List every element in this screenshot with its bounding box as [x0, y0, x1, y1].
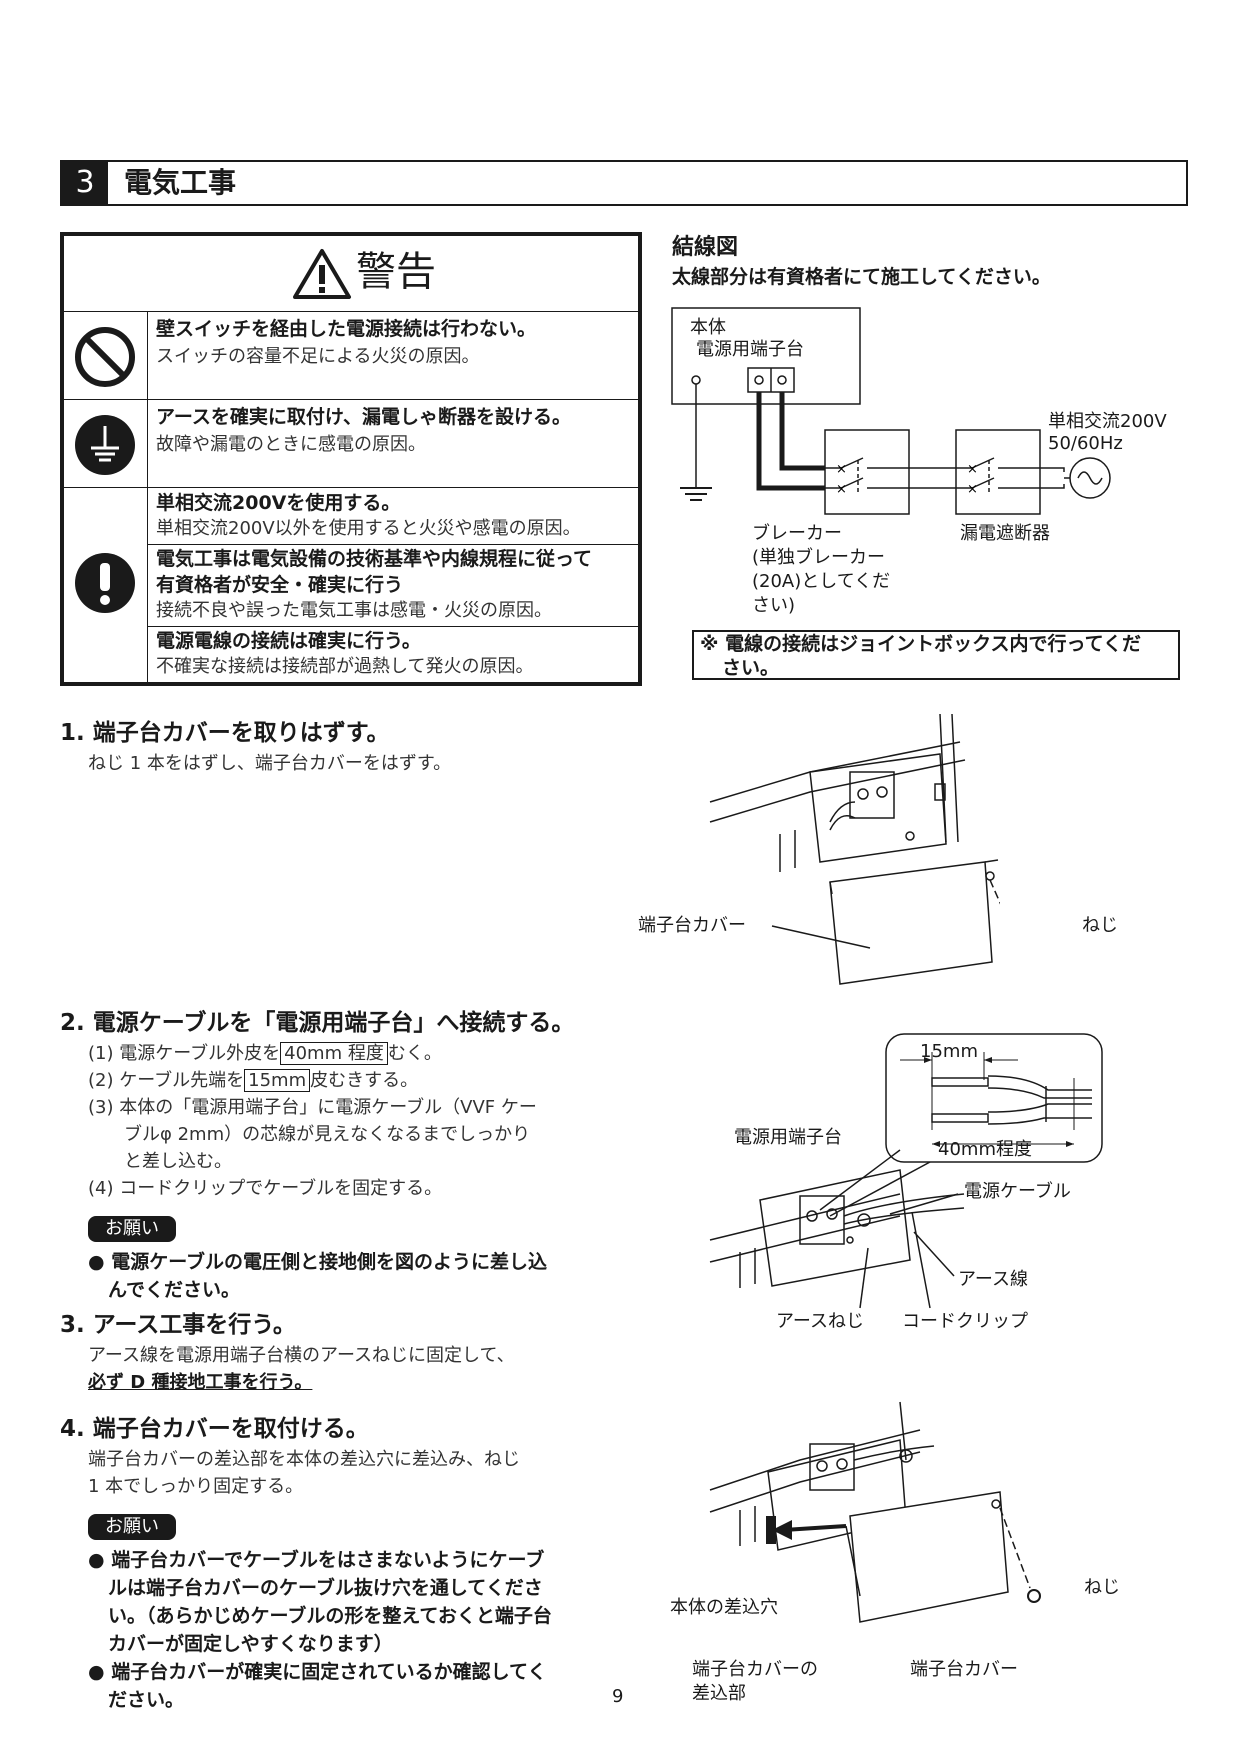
step4-bullet: カバーが固定しやすくなります） [108, 1633, 393, 1655]
step2-item: (3) 本体の「電源用端子台」に電源ケーブル（VVF ケー [88, 1097, 537, 1118]
warning-sub-text: 不確実な接続は接続部が過熱して発火の原因。 [156, 656, 534, 677]
wiring-note-text: ※ 電線の接続はジョイントボックス内で行ってくだ [700, 633, 1141, 655]
warning-main-text: 単相交流200Vを使用する。 [156, 492, 401, 514]
wiring-frequency-label: 50/60Hz [1048, 433, 1123, 454]
warning-sub-text: 接続不良や誤った電気工事は感電・火災の原因。 [156, 600, 552, 621]
warning-sub-text: スイッチの容量不足による火災の原因。 [156, 346, 480, 367]
step4-figure [709, 1401, 1041, 1623]
step4-bullet: ださい。 [108, 1689, 185, 1711]
warning-title: 警告 [356, 249, 436, 295]
ground-icon [75, 415, 135, 475]
step2-15mm-label: 15mm [920, 1041, 978, 1062]
step2-terminal-label: 電源用端子台 [734, 1127, 842, 1148]
wiring-body-label: 本体 [690, 317, 726, 338]
wiring-diagram: × × × × [671, 307, 1111, 515]
step3-heading: 3. アース工事を行う。 [60, 1312, 296, 1338]
step2-figure [709, 1033, 1103, 1288]
step4-bullet: ● 端子台カバーでケーブルをはさまないようにケーブ [88, 1549, 545, 1571]
mandatory-exclamation-icon [75, 553, 135, 613]
step4-text: 端子台カバーの差込部を本体の差込穴に差込み、ねじ [88, 1449, 520, 1470]
step4-screw-label: ねじ [1084, 1577, 1120, 1598]
step1-screw-label: ねじ [1082, 915, 1118, 936]
wiring-subtitle: 太線部分は有資格者にて施工してください。 [672, 266, 1051, 288]
wiring-breaker-note: (単独ブレーカー [752, 547, 886, 568]
step2-item: ブルφ 2mm）の芯線が見えなくなるまでしっかり [124, 1124, 531, 1145]
warning-main-text: 有資格者が安全・確実に行う [156, 574, 404, 596]
step2-cable-label: 電源ケーブル [964, 1181, 1071, 1202]
warning-row-prohibit: 壁スイッチを経由した電源接続は行わない。 スイッチの容量不足による火災の原因。 [64, 312, 638, 400]
step4-insert-label: 差込部 [692, 1683, 746, 1704]
request-badge: お願い [88, 1216, 176, 1242]
step4-bullet: い。（あらかじめケーブルの形を整えておくと端子台 [108, 1605, 552, 1627]
wiring-terminal-label: 電源用端子台 [696, 339, 804, 360]
svg-text:×: × [836, 482, 847, 497]
step2-cord-clip-label: コードクリップ [902, 1311, 1028, 1332]
warning-sub-text: 単相交流200V以外を使用すると火災や感電の原因。 [156, 518, 581, 539]
section-title: 電気工事 [124, 166, 237, 199]
svg-text:×: × [967, 482, 978, 497]
warning-table: 警告 壁スイッチを経由した電源接続は行わない。 スイッチの容量不足による火災の原… [60, 232, 642, 686]
warning-main-text: 電気工事は電気設備の技術基準や内線規程に従って [156, 548, 593, 570]
warning-triangle-icon [293, 249, 351, 299]
warning-main-text: 電源電線の接続は確実に行う。 [156, 630, 421, 652]
step1-cover-label: 端子台カバー [638, 915, 746, 936]
svg-text:×: × [836, 462, 847, 477]
step2-heading: 2. 電源ケーブルを「電源用端子台」へ接続する。 [60, 1010, 575, 1036]
step1-text: ねじ 1 本をはずし、端子台カバーをはずす。 [88, 753, 452, 774]
step4-insert-label: 端子台カバーの [692, 1659, 818, 1680]
warning-main-text: 壁スイッチを経由した電源接続は行わない。 [156, 318, 537, 340]
step2-item: と差し込む。 [124, 1151, 232, 1172]
wiring-note-box: ※ 電線の接続はジョイントボックス内で行ってくだ さい。 [692, 630, 1180, 680]
warning-main-text: アースを確実に取付け、漏電しゃ断器を設ける。 [156, 406, 571, 428]
step2-item: (4) コードクリップでケーブルを固定する。 [88, 1178, 443, 1199]
warning-row-mandatory: 単相交流200Vを使用する。 単相交流200V以外を使用すると火災や感電の原因。… [64, 488, 638, 682]
warning-title-row: 警告 [64, 236, 638, 312]
step2-earth-wire-label: アース線 [958, 1269, 1029, 1290]
step4-cover-label: 端子台カバー [910, 1659, 1018, 1680]
wiring-breaker-note: (20A)としてくだ [752, 571, 891, 592]
step3-text-emphasis: 必ず D 種接地工事を行う。 [88, 1372, 313, 1393]
step4-text: 1 本でしっかり固定する。 [88, 1476, 304, 1497]
section-number: 3 [62, 162, 108, 204]
wiring-power-label: 単相交流200V [1048, 411, 1167, 432]
step4-hole-label: 本体の差込穴 [670, 1597, 778, 1618]
wiring-note-text: さい。 [722, 657, 780, 679]
step2-earth-screw-label: アースねじ [776, 1311, 865, 1332]
step4-heading: 4. 端子台カバーを取付ける。 [60, 1416, 369, 1442]
wiring-leak-breaker-label: 漏電遮断器 [960, 523, 1050, 544]
step2-bullet: んでください。 [108, 1279, 241, 1301]
step4-bullet: ルは端子台カバーのケーブル抜け穴を通してくださ [108, 1577, 543, 1599]
prohibit-icon [75, 327, 135, 387]
warning-row-ground: アースを確実に取付け、漏電しゃ断器を設ける。 故障や漏電のときに感電の原因。 [64, 400, 638, 488]
wiring-title: 結線図 [672, 235, 739, 260]
page-number: 9 [612, 1686, 624, 1707]
section-header: 3 電気工事 [60, 160, 1188, 206]
warning-sub-text: 故障や漏電のときに感電の原因。 [156, 434, 426, 455]
step1-figure [709, 713, 1000, 985]
step2-40mm-label: 40mm程度 [938, 1139, 1032, 1160]
step1-heading: 1. 端子台カバーを取りはずす。 [60, 720, 390, 746]
wiring-breaker-note: さい) [752, 595, 796, 616]
wiring-breaker-label: ブレーカー [752, 523, 842, 544]
request-badge: お願い [88, 1514, 176, 1540]
svg-text:×: × [967, 462, 978, 477]
step2-bullet: ● 電源ケーブルの電圧側と接地側を図のように差し込 [88, 1251, 548, 1273]
step4-bullet: ● 端子台カバーが確実に固定されているか確認してく [88, 1661, 547, 1683]
step3-text: アース線を電源用端子台横のアースねじに固定して、 [88, 1345, 515, 1366]
